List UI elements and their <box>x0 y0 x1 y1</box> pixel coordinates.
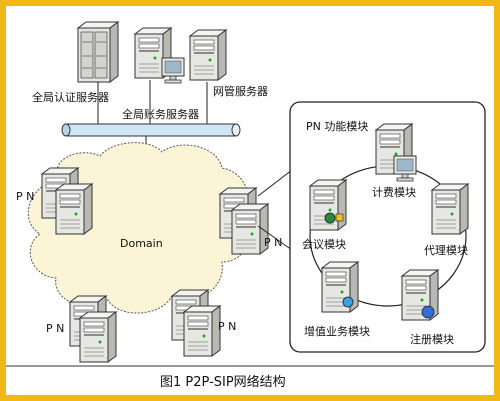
pn-server-icon-left-2 <box>55 183 93 235</box>
conference-globe-icon <box>324 212 336 224</box>
conference-module-label: 会议模块 <box>302 238 346 251</box>
value-added-module-label: 增值业务模块 <box>304 324 370 338</box>
proxy-module-icon <box>431 183 469 235</box>
pn-server-icon-bottom-right-2 <box>183 305 221 357</box>
backbone-bus <box>61 123 241 137</box>
nms-server-icon <box>189 29 227 81</box>
globe-icon <box>421 305 435 319</box>
pn-label-right: P N <box>264 236 282 249</box>
pn-label-bottom-left: P N <box>46 322 64 335</box>
pn-panel-link-bottom <box>257 225 293 251</box>
pn-panel-link-top <box>257 169 293 197</box>
user-icon <box>342 296 354 308</box>
lock-icon <box>335 213 344 222</box>
billing-module-label: 计费模块 <box>372 186 416 199</box>
auth-server-icon <box>77 21 119 83</box>
pn-label-left: P N <box>16 190 34 203</box>
pn-module-panel-title: PN 功能模块 <box>306 119 368 133</box>
figure-caption: 图1 P2P-SIP网络结构 <box>160 374 286 390</box>
pn-label-bottom-right: P N <box>218 320 236 333</box>
label-global-auth-server: 全局认证服务器 <box>32 90 109 104</box>
registration-module-label: 注册模块 <box>410 332 454 346</box>
label-network-mgmt-server: 网管服务器 <box>213 84 268 98</box>
domain-label: Domain <box>120 237 163 250</box>
account-monitor-icon <box>161 57 185 84</box>
label-global-account-server: 全局账务服务器 <box>122 107 199 121</box>
proxy-module-label: 代理模块 <box>424 244 468 257</box>
pn-server-icon-bottom-left-2 <box>79 311 117 363</box>
